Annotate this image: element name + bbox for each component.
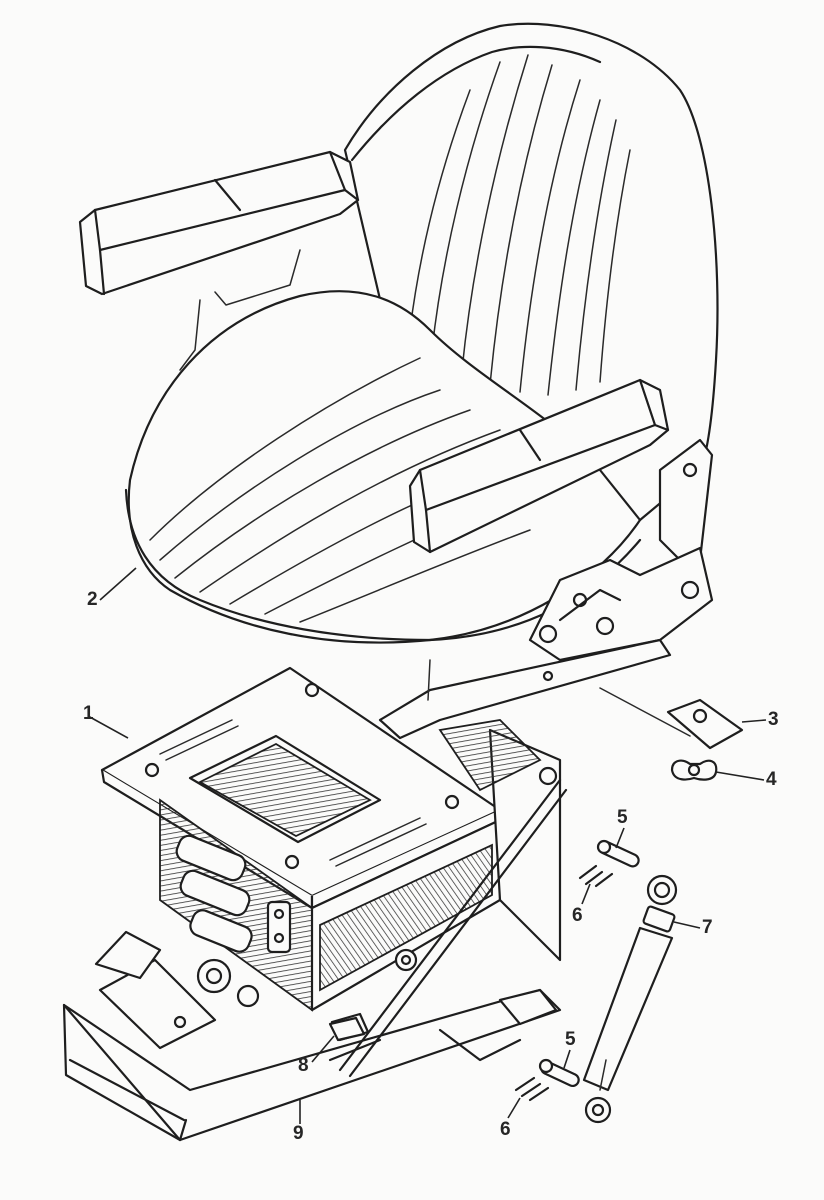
callout-3: 3 — [768, 709, 779, 730]
floor-bracket — [62, 930, 562, 1142]
part-7-damper — [582, 874, 678, 1124]
callout-7: 7 — [702, 917, 713, 938]
left-armrest — [78, 150, 360, 371]
callout-1: 1 — [83, 703, 94, 724]
callout-2: 2 — [87, 589, 98, 610]
callout-8: 8 — [298, 1055, 309, 1076]
seat-rail — [378, 638, 672, 740]
part-6-cotter-upper — [578, 864, 614, 888]
part-5-pin-lower — [538, 1058, 580, 1088]
part-5-pin-upper — [596, 839, 640, 868]
callout-9: 9 — [293, 1123, 304, 1144]
callout-4: 4 — [766, 769, 777, 790]
hinge-bracket — [528, 438, 714, 662]
callout-5-upper: 5 — [617, 807, 628, 828]
roller-assembly — [175, 834, 292, 1008]
callout-5-lower: 5 — [565, 1029, 576, 1050]
leader-lines — [87, 567, 767, 1124]
part-8-clip — [328, 1016, 366, 1042]
part-6-cotter-lower — [514, 1076, 550, 1102]
right-armrest — [408, 378, 670, 554]
part-4-wing-nut — [670, 759, 718, 781]
seat-cushion — [124, 290, 642, 644]
callout-6-lower: 6 — [500, 1119, 511, 1140]
callout-6-upper: 6 — [572, 905, 583, 926]
part-3-plate — [599, 687, 744, 750]
